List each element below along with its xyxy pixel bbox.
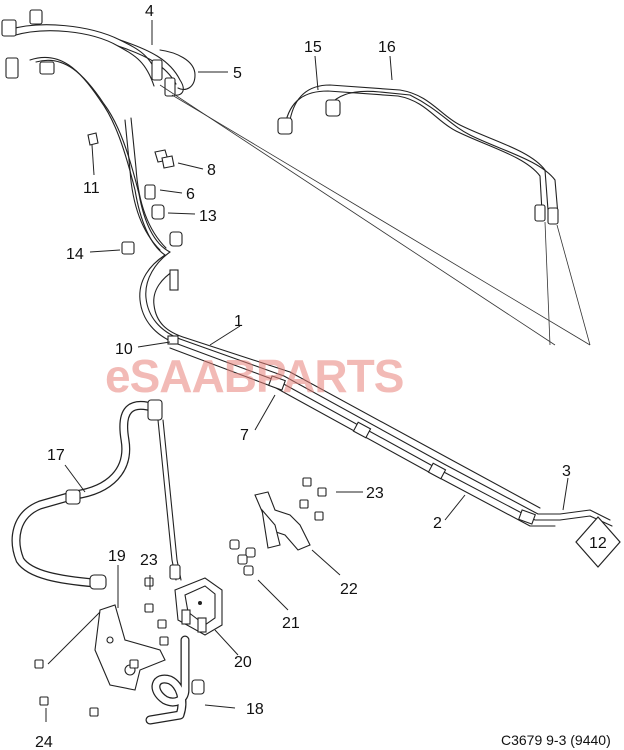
callout-12: 12 <box>589 535 607 552</box>
callout-10: 10 <box>115 341 133 358</box>
callout-21: 21 <box>282 615 300 632</box>
bracket-19 <box>94 604 166 691</box>
watermark: eSAABPARTS <box>105 350 403 402</box>
small-clips <box>87 132 183 255</box>
callout-4: 4 <box>145 3 154 20</box>
callout-5: 5 <box>233 65 242 82</box>
callout-2: 2 <box>433 515 442 532</box>
callout-16: 16 <box>378 39 396 56</box>
callout-23a: 23 <box>366 485 384 502</box>
callout-15: 15 <box>304 39 322 56</box>
callout-19: 19 <box>108 548 126 565</box>
callout-14: 14 <box>66 246 84 263</box>
bracket-22 <box>34 477 327 717</box>
callout-6: 6 <box>186 186 195 203</box>
hose-assembly-15-16 <box>277 84 591 346</box>
feed-tube <box>157 419 182 581</box>
leader-lines <box>45 20 569 722</box>
callout-8: 8 <box>207 162 216 179</box>
callout-20: 20 <box>234 654 252 671</box>
callout-12-diamond <box>575 516 621 568</box>
upper-connectors <box>1 9 591 346</box>
callout-11: 11 <box>83 180 100 197</box>
callout-7: 7 <box>240 427 249 444</box>
hose-17 <box>11 399 163 590</box>
control-module-20 <box>174 577 223 636</box>
callout-18: 18 <box>246 701 264 718</box>
callout-3: 3 <box>562 463 571 480</box>
tube-bundle-main <box>7 24 613 527</box>
hose-18 <box>145 635 205 725</box>
callout-24: 24 <box>35 734 53 750</box>
callout-17: 17 <box>47 447 65 464</box>
diagram-code: C3679 9-3 (9440) <box>501 732 611 748</box>
callout-22: 22 <box>340 581 358 598</box>
callout-13: 13 <box>199 208 217 225</box>
callout-23b: 23 <box>140 552 158 569</box>
callout-1: 1 <box>234 313 243 330</box>
callout-labels: 1 2 3 4 5 6 7 8 10 11 12 13 14 15 16 17 … <box>35 3 607 750</box>
